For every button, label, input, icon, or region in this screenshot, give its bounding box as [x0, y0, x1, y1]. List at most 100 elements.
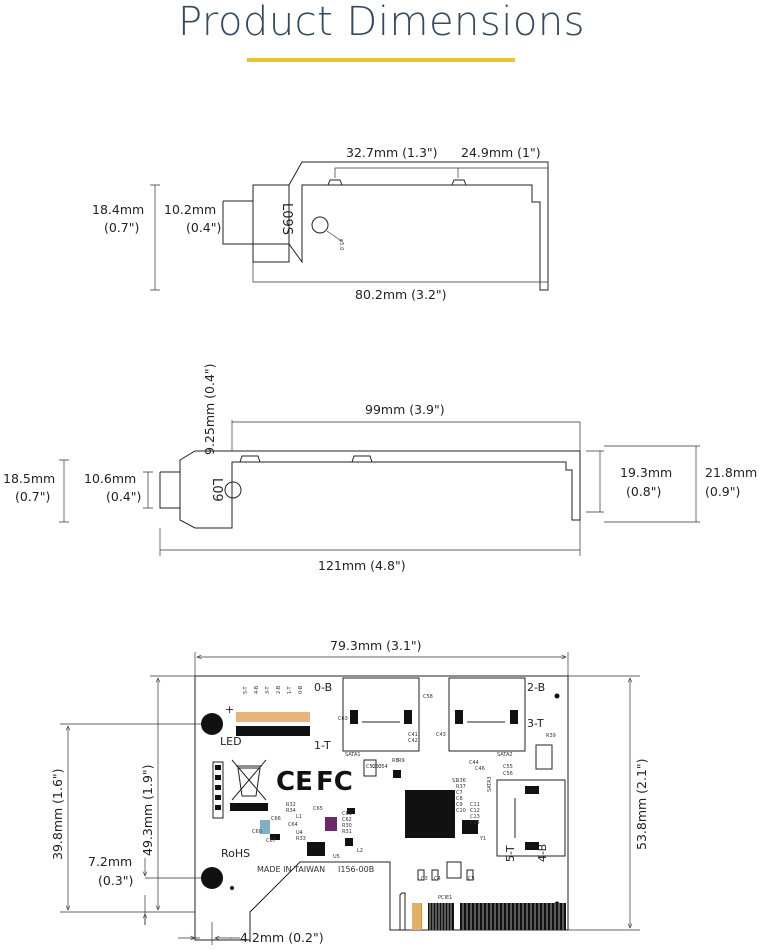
component-label: C9 — [456, 802, 463, 808]
component-label: R33 — [296, 836, 306, 842]
sata-latch — [404, 710, 412, 724]
component-label: C52 — [366, 764, 376, 770]
fcc-mark: FC — [316, 767, 353, 797]
component-label: C63 — [338, 716, 348, 722]
full-profile-right-inner-mm: 19.3mm — [620, 465, 672, 480]
sata-latch — [510, 710, 518, 724]
component-label: C3 — [421, 876, 428, 882]
component-label: C43 — [436, 732, 446, 738]
component-label: C44 — [469, 760, 479, 766]
component-label: L1 — [296, 814, 302, 820]
component-label: C42 — [408, 738, 418, 744]
pcb-dot-top-right — [554, 693, 560, 699]
silk-pin-label: 1-T — [287, 685, 293, 694]
pcb-hole-offset-ext — [190, 922, 240, 945]
component-label: C61 — [342, 811, 352, 817]
pcie-contact-group-2 — [428, 903, 454, 930]
pcb-board: 79.3mm (3.1") 53.8mm (2.1") 49.3mm (1.9"… — [50, 638, 649, 945]
pcb-hole-ext — [144, 877, 212, 925]
component-label: Y1 — [479, 836, 486, 842]
component-label: C11 — [470, 802, 480, 808]
low-profile-tab — [252, 185, 290, 263]
component-label: C7 — [456, 790, 463, 796]
pcb-dim-height-left: 39.8mm (1.6") — [50, 768, 65, 860]
low-profile-height-line — [150, 184, 160, 291]
silk-made-in: MADE IN TAIWAN — [257, 865, 325, 874]
silk-part: I156-00B — [338, 865, 374, 874]
pcb-dim-hole-mm: 7.2mm — [88, 854, 132, 869]
pcb-height-total-ext — [568, 675, 640, 931]
silk-sata1: SATA1 — [345, 752, 361, 758]
low-profile-bracket: φ5.0 L09S 32.7mm (1.3") 24.9mm (1") 18.4… — [92, 145, 549, 302]
pcie-contact-group-1 — [412, 903, 422, 930]
low-profile-length: 80.2mm (3.2") — [355, 287, 447, 302]
component-label: C4 — [434, 876, 441, 882]
silk-pin-label: 0-B — [298, 685, 304, 694]
component-label: C66 — [271, 816, 281, 822]
pcb-height-left-ext — [60, 723, 212, 913]
low-profile-tab-mm: 10.2mm — [164, 202, 216, 217]
component-label: R8 — [392, 758, 399, 764]
pcb-mount-hole-top — [201, 713, 223, 735]
component-label: R30 — [342, 823, 352, 829]
pcb-dim-hole-offset: 4.2mm (0.2") — [240, 930, 324, 945]
full-profile-right-outer-line — [604, 445, 700, 523]
sata-latch — [525, 842, 539, 850]
ce-mark: CE — [276, 767, 313, 797]
sata-connector-2 — [448, 677, 526, 752]
sata-latch — [350, 710, 358, 724]
component-label: R36 — [456, 778, 466, 784]
sata-connector-body — [448, 677, 526, 752]
full-profile-stamp: L09 — [209, 478, 224, 502]
component-label: C53 — [372, 764, 382, 770]
pcb-mount-hole-bottom — [201, 867, 223, 889]
component-label: C10 — [456, 808, 466, 814]
silk-pin-label: 4-B — [254, 685, 260, 694]
component-label: R32 — [286, 802, 296, 808]
full-profile-bracket: L09 9.25mm (0.4") 99mm (3.9") 18.5mm (0.… — [3, 363, 757, 573]
component-label: C60 — [252, 829, 262, 835]
low-profile-notches — [327, 179, 467, 186]
silk-port2: 2-B — [527, 681, 545, 694]
component-label: C65 — [313, 806, 323, 812]
full-profile-tab-in: (0.4") — [106, 489, 141, 504]
silk-port0: 0-B — [314, 681, 332, 694]
full-profile-top-line — [231, 420, 581, 451]
component-label: C58 — [423, 694, 433, 700]
pcie-edge-connector — [411, 903, 566, 930]
low-profile-dim-top-right: 24.9mm (1") — [461, 145, 541, 160]
silk-sata2: SATA2 — [497, 752, 513, 758]
full-profile-right-inner-line — [586, 450, 604, 513]
low-profile-top-extension — [334, 167, 459, 178]
sata-connector-body — [496, 779, 566, 857]
component-label: R9 — [398, 758, 405, 764]
silk-pin-label: 5-T — [243, 685, 249, 694]
pcb-dim-hole-in: (0.3") — [98, 873, 133, 888]
title-underline — [247, 58, 515, 62]
silk-port1: 1-T — [314, 739, 331, 752]
controller-chip — [405, 790, 455, 838]
full-profile-dim-offset: 9.25mm (0.4") — [202, 363, 217, 455]
component-label: S1 — [452, 778, 458, 784]
full-profile-right-outer-in: (0.9") — [705, 484, 740, 499]
component-label: C56 — [503, 771, 513, 777]
component-label: C62 — [342, 817, 352, 823]
full-profile-height-line — [59, 459, 69, 523]
component-label: U4 — [296, 830, 303, 836]
component-label: C5 — [468, 876, 475, 882]
component-label: C14 — [470, 820, 480, 826]
pcie-contact-group-3 — [460, 903, 566, 930]
small-components: C63 C58 C41 C42 C43 C44 C46 C52 C53 C54 … — [252, 694, 556, 882]
led-pads-top — [236, 712, 310, 722]
led-pads-bottom — [236, 726, 310, 736]
full-profile-height-in: (0.7") — [15, 489, 50, 504]
component-label: C67 — [266, 838, 276, 844]
silk-sata3: SATA3 — [487, 776, 493, 792]
low-profile-height-mm: 18.4mm — [92, 202, 144, 217]
component-label: C12 — [470, 808, 480, 814]
silk-pin-label: 3-T — [265, 685, 271, 694]
pcb-dim-height-total: 53.8mm (2.1") — [634, 758, 649, 850]
hole-leader — [326, 230, 341, 241]
silk-port5: 5-T — [504, 845, 517, 862]
pcb-height-mid-ext — [150, 675, 195, 913]
